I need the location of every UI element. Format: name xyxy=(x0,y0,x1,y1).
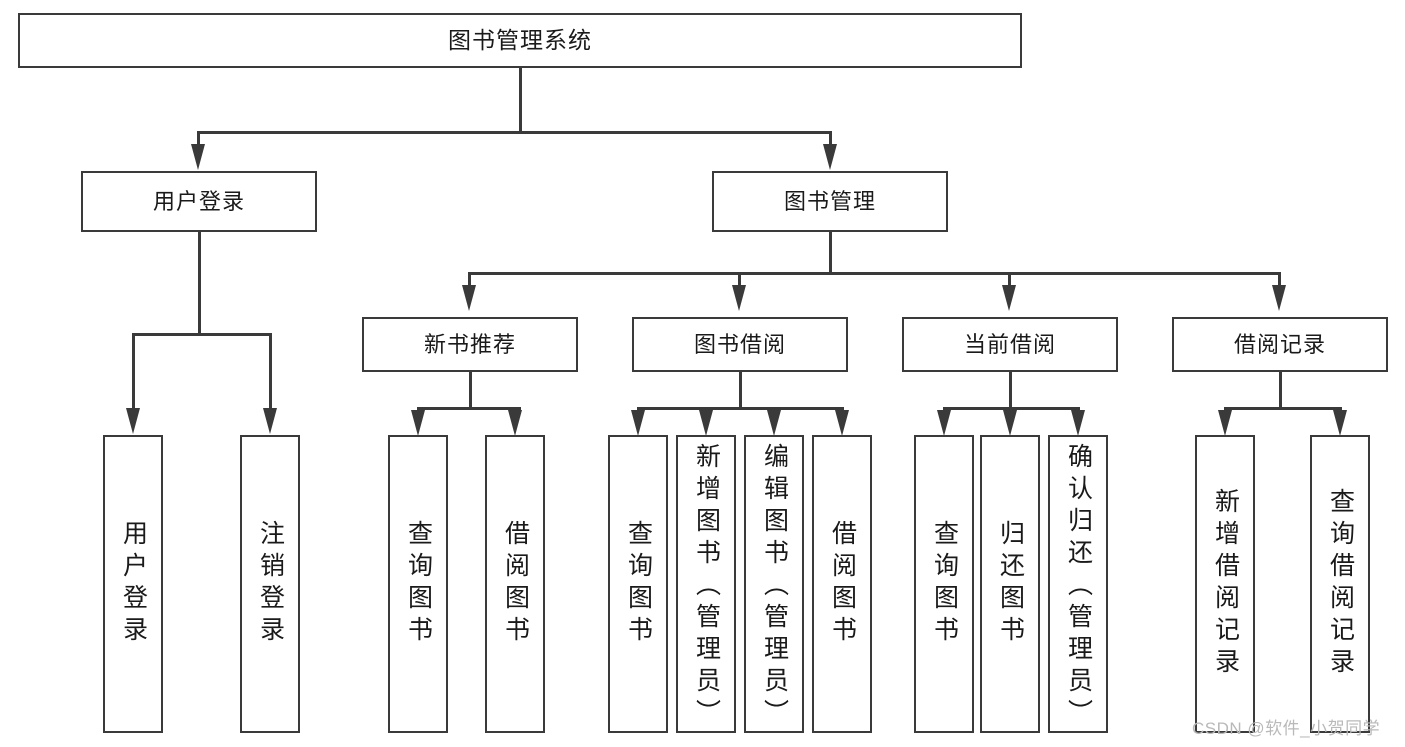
arrowhead-userlogin-2 xyxy=(263,408,277,434)
connector-bookmgmt-bus xyxy=(468,272,1280,275)
node-label: 新增借阅记录 xyxy=(1211,488,1240,680)
node-root-system[interactable]: 图书管理系统 xyxy=(18,13,1022,68)
node-label: 借阅图书 xyxy=(501,520,530,648)
node-label: 查询图书 xyxy=(930,520,959,648)
node-label: 当前借阅 xyxy=(963,331,1056,357)
connector-root-drop-1 xyxy=(197,131,200,147)
connector-userlogin-stem xyxy=(198,232,201,335)
connector-userlogin-drop-2 xyxy=(269,333,272,410)
node-borrow-record[interactable]: 借阅记录 xyxy=(1172,317,1388,372)
arrowhead-bookmgmt-3 xyxy=(1002,285,1016,311)
node-label: 查询借阅记录 xyxy=(1326,488,1355,680)
node-label: 新书推荐 xyxy=(423,331,516,357)
arrowhead-bookmgmt-2 xyxy=(732,285,746,311)
node-label: 归还图书 xyxy=(996,520,1025,648)
node-label: 图书借阅 xyxy=(693,331,786,357)
leaf-logout[interactable]: 注销登录 xyxy=(240,435,300,733)
leaf-borrowrecord-query-record[interactable]: 查询借阅记录 xyxy=(1310,435,1370,733)
connector-userlogin-bus xyxy=(132,333,271,336)
arrowhead-bookborrow-4 xyxy=(835,410,849,436)
leaf-bookborrow-borrow-book[interactable]: 借阅图书 xyxy=(812,435,872,733)
node-label: 确认归还（管理员） xyxy=(1064,443,1093,731)
leaf-newbook-borrow-book[interactable]: 借阅图书 xyxy=(485,435,545,733)
connector-bookborrow-bus xyxy=(637,407,843,410)
leaf-currentborrow-confirm-return[interactable]: 确认归还（管理员） xyxy=(1048,435,1108,733)
leaf-currentborrow-query-book[interactable]: 查询图书 xyxy=(914,435,974,733)
connector-bookmgmt-drop-1 xyxy=(468,272,471,288)
arrowhead-currentborrow-1 xyxy=(937,410,951,436)
node-label: 注销登录 xyxy=(256,520,285,648)
arrowhead-borrowrecord-1 xyxy=(1218,410,1232,436)
node-label: 查询图书 xyxy=(624,520,653,648)
connector-userlogin-drop-1 xyxy=(132,333,135,410)
arrowhead-borrowrecord-2 xyxy=(1333,410,1347,436)
leaf-currentborrow-return-book[interactable]: 归还图书 xyxy=(980,435,1040,733)
arrowhead-bookborrow-3 xyxy=(767,410,781,436)
connector-root-stem xyxy=(519,68,522,132)
connector-root-drop-2 xyxy=(829,131,832,147)
arrowhead-newbook-1 xyxy=(411,410,425,436)
leaf-bookborrow-add-book[interactable]: 新增图书（管理员） xyxy=(676,435,736,733)
leaf-newbook-query-book[interactable]: 查询图书 xyxy=(388,435,448,733)
connector-bookmgmt-stem xyxy=(829,232,832,274)
arrowhead-root-1 xyxy=(191,144,205,170)
arrowhead-currentborrow-2 xyxy=(1003,410,1017,436)
arrowhead-bookborrow-2 xyxy=(699,410,713,436)
connector-newbook-stem xyxy=(469,372,472,409)
arrowhead-root-2 xyxy=(823,144,837,170)
arrowhead-bookmgmt-1 xyxy=(462,285,476,311)
connector-newbook-bus xyxy=(417,407,521,410)
node-label: 新增图书（管理员） xyxy=(692,443,721,731)
connector-bookmgmt-drop-3 xyxy=(1008,272,1011,288)
node-label: 图书管理 xyxy=(783,188,876,214)
connector-borrowrecord-stem xyxy=(1279,372,1282,409)
leaf-user-login[interactable]: 用户登录 xyxy=(103,435,163,733)
arrowhead-newbook-2 xyxy=(508,410,522,436)
node-new-book-recommend[interactable]: 新书推荐 xyxy=(362,317,578,372)
node-label: 借阅图书 xyxy=(828,520,857,648)
node-label: 图书管理系统 xyxy=(448,26,592,53)
leaf-bookborrow-edit-book[interactable]: 编辑图书（管理员） xyxy=(744,435,804,733)
node-label: 用户登录 xyxy=(119,520,148,648)
connector-bookborrow-stem xyxy=(739,372,742,409)
node-book-borrow[interactable]: 图书借阅 xyxy=(632,317,848,372)
arrowhead-bookborrow-1 xyxy=(631,410,645,436)
connector-root-bus xyxy=(197,131,831,134)
node-label: 借阅记录 xyxy=(1233,331,1326,357)
leaf-bookborrow-query-book[interactable]: 查询图书 xyxy=(608,435,668,733)
connector-borrowrecord-bus xyxy=(1224,407,1341,410)
node-current-borrow[interactable]: 当前借阅 xyxy=(902,317,1118,372)
node-user-login[interactable]: 用户登录 xyxy=(81,171,317,232)
connector-bookmgmt-drop-2 xyxy=(738,272,741,288)
node-label: 用户登录 xyxy=(152,188,245,214)
arrowhead-currentborrow-3 xyxy=(1071,410,1085,436)
connector-bookmgmt-drop-4 xyxy=(1278,272,1281,288)
arrowhead-userlogin-1 xyxy=(126,408,140,434)
leaf-borrowrecord-add-record[interactable]: 新增借阅记录 xyxy=(1195,435,1255,733)
connector-currentborrow-stem xyxy=(1009,372,1012,409)
arrowhead-bookmgmt-4 xyxy=(1272,285,1286,311)
node-label: 编辑图书（管理员） xyxy=(760,443,789,731)
node-book-management[interactable]: 图书管理 xyxy=(712,171,948,232)
node-label: 查询图书 xyxy=(404,520,433,648)
